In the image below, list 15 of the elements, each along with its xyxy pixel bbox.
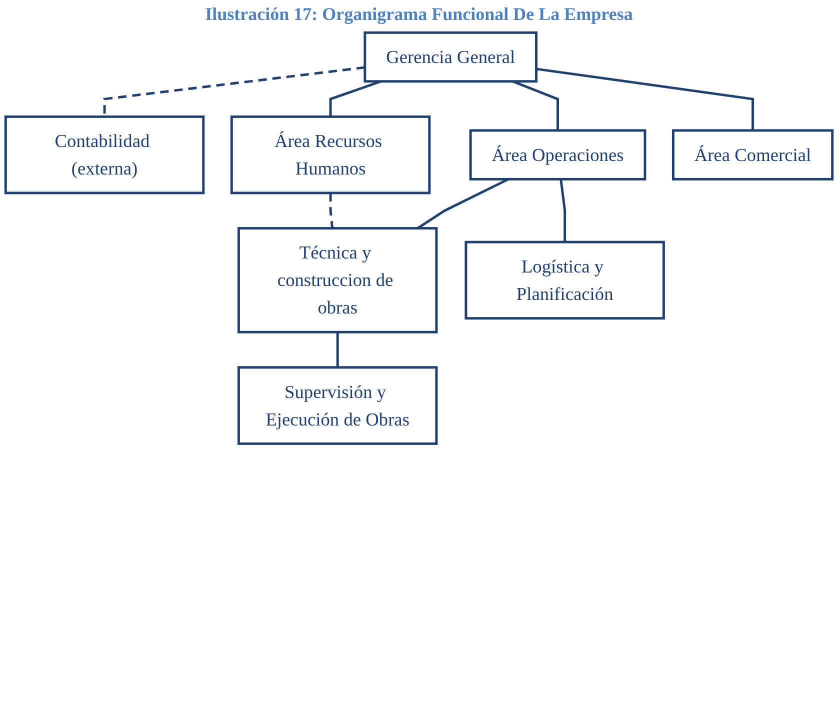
diagram-title: Ilustración 17: Organigrama Funcional De La Empresa: [204, 4, 634, 25]
connector: [336, 332, 339, 368]
node-box: Área Comercial: [672, 129, 834, 180]
connector: [416, 178, 509, 230]
node-box: Contabilidad (externa): [4, 115, 205, 194]
node-box: Gerencia General: [364, 31, 538, 83]
node-box: Logística y Planificación: [464, 240, 665, 320]
node-box: Área Operaciones: [469, 129, 646, 180]
connector: [560, 179, 566, 242]
node-box: Área Recursos Humanos: [230, 115, 431, 194]
node-box: Técnica y construccion de obras: [237, 227, 438, 334]
connector: [536, 68, 754, 130]
connector: [329, 192, 334, 228]
connector: [329, 80, 382, 117]
node-box: Supervisión y Ejecución de Obras: [237, 366, 438, 445]
